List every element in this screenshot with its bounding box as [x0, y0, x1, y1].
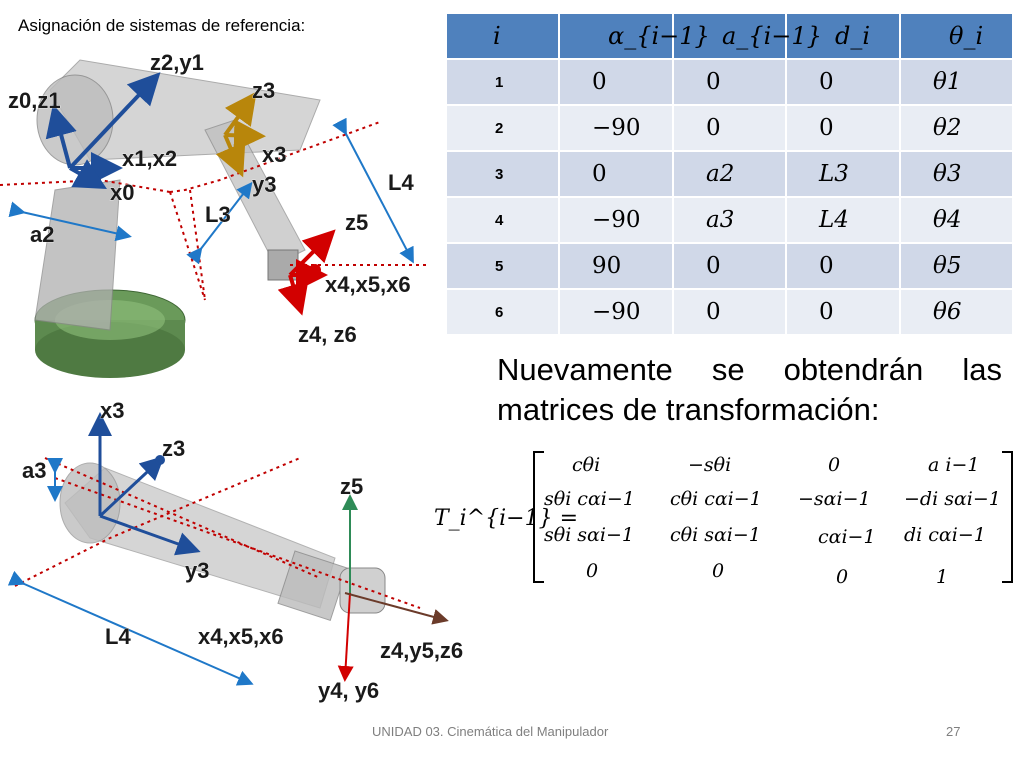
matrix-cell: −di sαi−1: [904, 488, 1001, 510]
label-z2-y1: z2,y1: [150, 50, 204, 75]
matrix-cell: sθi cαi−1: [544, 488, 635, 510]
header-a: a_{i−1}: [672, 12, 822, 60]
cell-theta: θ6: [899, 288, 1014, 336]
label-y4-y6: y4, y6: [318, 678, 379, 703]
header-theta: θ_i: [899, 12, 1014, 60]
cell-d: 0: [785, 242, 901, 290]
matrix-cell: sθi sαi−1: [544, 524, 634, 546]
cell-alpha: 0: [558, 150, 674, 198]
matrix-cell: cθi: [572, 454, 601, 476]
label-y3: y3: [185, 558, 209, 583]
cell-d: 0: [785, 288, 901, 336]
matrix-cell: 0: [836, 566, 849, 588]
matrix-cell: cθi cαi−1: [670, 488, 762, 510]
slide-heading: Asignación de sistemas de referencia:: [18, 16, 306, 35]
matrix-cell: 0: [828, 454, 841, 476]
cell-index: 3: [445, 150, 560, 198]
label-x4-x5-x6: x4,x5,x6: [325, 272, 411, 297]
cell-index: 5: [445, 242, 560, 290]
label-z4-y5-z6: z4,y5,z6: [380, 638, 463, 663]
wrist-detail-diagram: x3 z3 a3 z5 y3 L4 x4,x5,x6 z4,y5,z6 y4, …: [7, 398, 463, 703]
cell-alpha: 0: [558, 58, 674, 106]
cell-theta: θ2: [899, 104, 1014, 152]
cell-a: 0: [672, 242, 787, 290]
dh-parameter-table: i α_{i−1} a_{i−1} d_i θ_i 1 0 0 0 θ1 2 −…: [445, 12, 1014, 336]
cell-d: L3: [785, 150, 901, 198]
cell-a: 0: [672, 288, 787, 336]
label-z5: z5: [345, 210, 368, 235]
cell-alpha: −90: [558, 104, 674, 152]
matrix-cell: 1: [936, 566, 949, 588]
table-row: 5 90 0 0 θ5: [445, 242, 1014, 290]
page-number: 27: [946, 724, 961, 739]
label-z0-z1: z0,z1: [8, 88, 61, 113]
footer-title: UNIDAD 03. Cinemática del Manipulador: [372, 724, 609, 739]
cell-a: 0: [672, 58, 787, 106]
robot-arm-diagram-top: z2,y1 z0,z1 z3 x1,x2 x0 x3 y3 L4 L3 a2 z…: [0, 50, 430, 378]
label-y3: y3: [252, 172, 276, 197]
cell-d: 0: [785, 104, 901, 152]
header-i: i: [445, 12, 560, 60]
label-x4-x5-x6: x4,x5,x6: [198, 624, 284, 649]
matrix-cell: cαi−1: [818, 526, 876, 548]
matrix-cell: −sαi−1: [798, 488, 871, 510]
cell-theta: θ4: [899, 196, 1014, 244]
label-x3: x3: [262, 142, 286, 167]
label-a2: a2: [30, 222, 54, 247]
cell-index: 4: [445, 196, 560, 244]
cell-theta: θ1: [899, 58, 1014, 106]
matrix-cell: di cαi−1: [904, 524, 986, 546]
cell-alpha: −90: [558, 196, 674, 244]
cell-theta: θ3: [899, 150, 1014, 198]
table-row: 3 0 a2 L3 θ3: [445, 150, 1014, 198]
cell-alpha: −90: [558, 288, 674, 336]
matrix-cell: cθi sαi−1: [670, 524, 761, 546]
header-alpha: α_{i−1}: [558, 12, 710, 60]
cell-index: 2: [445, 104, 560, 152]
robot-column: [34, 179, 121, 331]
cell-a: a2: [672, 150, 787, 198]
body-paragraph: Nuevamente se obtendrán las matrices de …: [497, 352, 1002, 427]
label-L4: L4: [388, 170, 414, 195]
transformation-matrix: T_i^{i−1} = cθi −sθi 0 a i−1 sθi cαi−1 c…: [430, 448, 1020, 588]
table-row: 1 0 0 0 θ1: [445, 58, 1014, 106]
header-d: d_i: [785, 12, 901, 60]
label-z4-z6: z4, z6: [298, 322, 357, 347]
table-header-row: i α_{i−1} a_{i−1} d_i θ_i: [445, 12, 1014, 60]
cell-a: a3: [672, 196, 787, 244]
cell-d: 0: [785, 58, 901, 106]
matrix-brackets: [533, 451, 1013, 583]
table-row: 4 −90 a3 L4 θ4: [445, 196, 1014, 244]
label-z3: z3: [162, 436, 185, 461]
cell-alpha: 90: [558, 242, 674, 290]
matrix-lhs: T_i^{i−1} =: [434, 506, 579, 531]
matrix-cell: 0: [586, 560, 599, 582]
label-L4: L4: [105, 624, 131, 649]
cell-a: 0: [672, 104, 787, 152]
label-z3: z3: [252, 78, 275, 103]
matrix-body: cθi −sθi 0 a i−1 sθi cαi−1 cθi cαi−1 −sα…: [536, 448, 1006, 588]
table-row: 6 −90 0 0 θ6: [445, 288, 1014, 336]
label-x1-x2: x1,x2: [122, 146, 177, 171]
label-x0: x0: [110, 180, 134, 205]
label-z5: z5: [340, 474, 363, 499]
cell-index: 1: [445, 58, 560, 106]
cell-index: 6: [445, 288, 560, 336]
label-x3: x3: [100, 398, 124, 423]
cell-d: L4: [785, 196, 901, 244]
matrix-cell: a i−1: [928, 454, 980, 476]
cell-theta: θ5: [899, 242, 1014, 290]
label-a3: a3: [22, 458, 46, 483]
matrix-cell: −sθi: [688, 454, 732, 476]
table-row: 2 −90 0 0 θ2: [445, 104, 1014, 152]
matrix-cell: 0: [712, 560, 725, 582]
label-L3: L3: [205, 202, 231, 227]
